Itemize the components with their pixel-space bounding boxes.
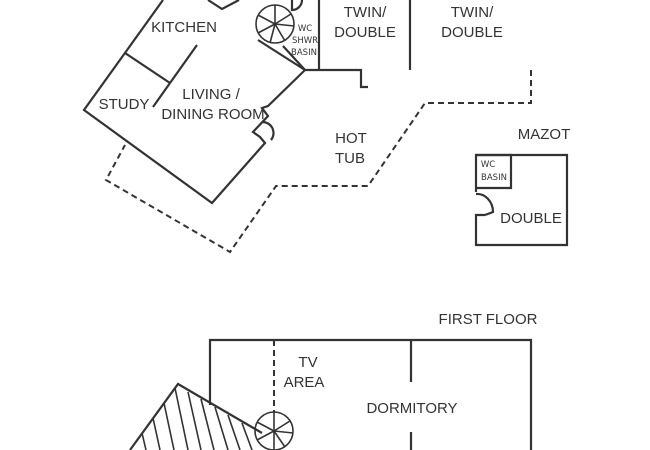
bath-diagonal-wall bbox=[257, 39, 306, 71]
living-door-arc bbox=[261, 120, 275, 141]
living-label-2: DINING ROOM bbox=[161, 106, 264, 123]
roof-void-hatching bbox=[141, 387, 253, 450]
study-partition bbox=[152, 82, 171, 108]
kitchen-partition bbox=[169, 44, 198, 84]
study-kitchen-wall bbox=[124, 52, 171, 84]
bath-label-2: SHWR bbox=[292, 36, 318, 46]
first-floor: FIRST FLOOR TV bbox=[129, 311, 538, 450]
top-notch-wall bbox=[207, 0, 240, 11]
twin2-label-2: DOUBLE bbox=[441, 24, 503, 41]
first-floor-outer-wall bbox=[208, 338, 533, 450]
spiral-stairs-icon bbox=[255, 4, 295, 44]
hottub-label-1: HOT bbox=[335, 130, 367, 147]
twin1-label-2: DOUBLE bbox=[334, 24, 396, 41]
mazot-wc-label-2: BASIN bbox=[481, 173, 507, 183]
hot-tub-deck bbox=[104, 70, 532, 254]
bath-door-arc bbox=[290, 0, 304, 12]
tv-area-label-1: TV bbox=[298, 354, 317, 371]
tv-area-label-2: AREA bbox=[284, 374, 325, 391]
mazot-title: MAZOT bbox=[518, 126, 571, 143]
mazot-wc-wall bbox=[476, 153, 513, 190]
dormitory-label: DORMITORY bbox=[366, 400, 457, 417]
study-label: STUDY bbox=[99, 96, 150, 113]
mazot-room-label: DOUBLE bbox=[500, 210, 562, 227]
twin-rooms-wall bbox=[305, 68, 368, 89]
main-house-wall bbox=[82, 0, 307, 205]
bath-label-3: BASIN bbox=[291, 48, 317, 58]
kitchen-label: KITCHEN bbox=[151, 19, 217, 36]
twin1-label-1: TWIN/ bbox=[344, 4, 387, 21]
first-floor-title: FIRST FLOOR bbox=[439, 311, 538, 328]
bath-label-1: WC bbox=[298, 24, 312, 34]
mazot: MAZOT WC BASIN DOUBLE bbox=[474, 126, 571, 247]
mazot-wc-label-1: WC bbox=[481, 160, 495, 170]
hottub-label-2: TUB bbox=[335, 150, 365, 167]
twin2-label-1: TWIN/ bbox=[451, 4, 494, 21]
spiral-stairs-icon bbox=[254, 411, 294, 450]
mazot-door-arc bbox=[475, 192, 495, 217]
ground-floor: KITCHEN STUDY LIVING / DINING ROOM WC SH… bbox=[82, 0, 532, 254]
roof-void-outline bbox=[129, 382, 263, 450]
living-label-1: LIVING / bbox=[182, 86, 240, 103]
